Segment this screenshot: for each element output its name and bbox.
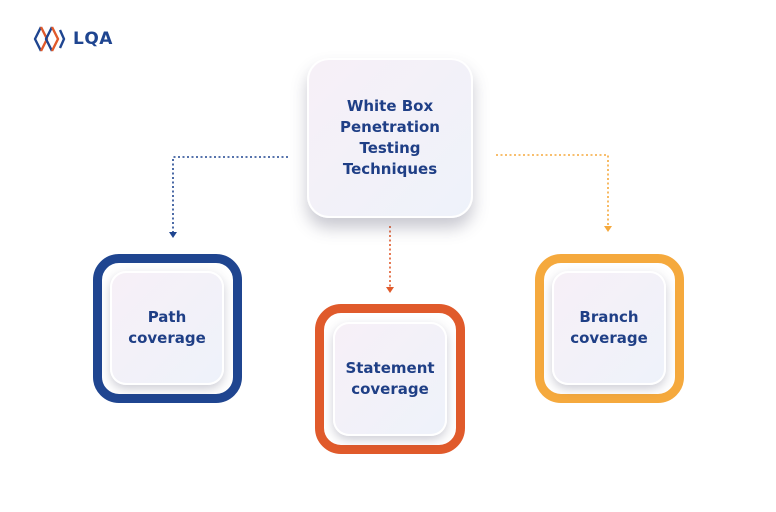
root-label-line: White Box [346, 97, 434, 115]
arrowhead-branch [604, 226, 612, 232]
arrowhead-statement [386, 287, 394, 293]
path-label-line: coverage [128, 329, 206, 347]
root-label-line: Penetration [339, 118, 440, 136]
brand-logo: LQA [32, 26, 113, 52]
root-label-line: Testing [359, 139, 421, 157]
root-node: White Box Penetration Testing Techniques [307, 58, 473, 218]
statement-label-line: Statement [345, 359, 435, 377]
statement-node-frame [315, 304, 465, 454]
path-label-line: Path [147, 308, 187, 326]
connector-branch [496, 154, 609, 226]
branch-label-line: coverage [570, 329, 648, 347]
statement-label-line: coverage [351, 380, 429, 398]
lqa-logo-icon [33, 26, 66, 52]
arrowhead-path [169, 232, 177, 238]
path-node-frame [93, 254, 242, 403]
branch-node-frame [535, 254, 684, 403]
path-coverage-node: Path coverage [110, 271, 224, 385]
connector-path [172, 156, 288, 232]
brand-name: LQA [73, 29, 113, 49]
branch-label-line: Branch [579, 308, 639, 326]
root-label-line: Techniques [342, 160, 438, 178]
statement-coverage-node: Statement coverage [333, 322, 447, 436]
branch-coverage-node: Branch coverage [552, 271, 666, 385]
